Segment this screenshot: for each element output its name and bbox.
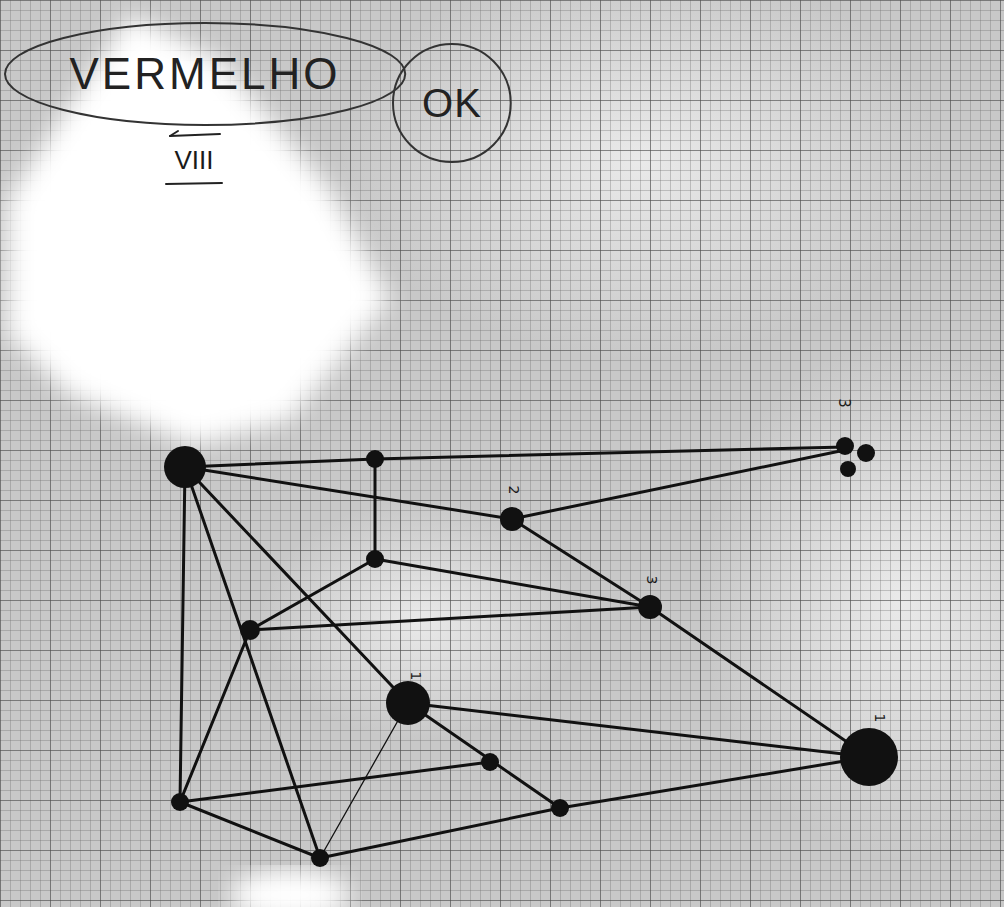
callout-number: 3 [644, 576, 660, 585]
sketch-lines [180, 447, 869, 858]
sketch-dots [164, 437, 898, 867]
callout-number: 2 [506, 486, 522, 495]
stamp-text: OK [422, 81, 482, 126]
stamp-circle: OK [391, 42, 513, 164]
callout-number: 1 [408, 672, 424, 681]
title-text: VERMELHO [70, 49, 341, 99]
callout-number: 3 [835, 398, 853, 408]
callout-number: 1 [872, 714, 888, 723]
title-ellipse: VERMELHO [3, 21, 407, 127]
roman-rules [166, 131, 222, 184]
roman-numeral: VIII [174, 145, 213, 176]
